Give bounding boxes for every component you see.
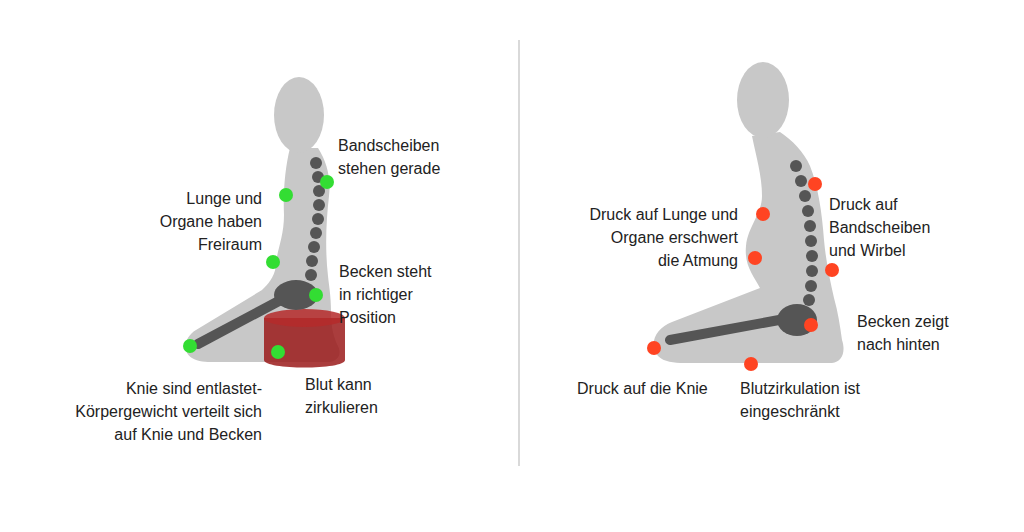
red-dot — [744, 357, 758, 371]
head — [274, 77, 324, 153]
vertebra — [803, 294, 815, 306]
vertebra — [805, 235, 817, 247]
callout-label: Becken zeigt nach hinten — [857, 310, 962, 356]
vertebra — [806, 250, 818, 262]
red-dot — [647, 341, 661, 355]
vertebra — [312, 213, 324, 225]
red-dot — [804, 318, 818, 332]
callout-label: Blut kann zirkulieren — [305, 373, 395, 419]
vertebra — [806, 265, 818, 277]
vertebra — [805, 280, 817, 292]
green-dot — [266, 255, 280, 269]
green-dot — [279, 188, 293, 202]
pelvis — [777, 304, 817, 336]
vertebra — [305, 269, 317, 281]
green-dot — [309, 288, 323, 302]
red-dot — [756, 207, 770, 221]
green-dot — [271, 345, 285, 359]
seat-cushion — [264, 309, 345, 368]
red-dot — [748, 251, 762, 265]
vertebra — [804, 220, 816, 232]
callout-label: Blutzirkulation ist eingeschränkt — [740, 377, 885, 423]
vertebra — [310, 227, 322, 239]
green-dot — [320, 175, 334, 189]
vertebra — [310, 157, 322, 169]
vertebra — [799, 190, 811, 202]
red-dot — [825, 263, 839, 277]
head — [737, 62, 789, 138]
callout-label: Knie sind entlastet- Körpergewicht verte… — [57, 377, 262, 446]
vertebra — [313, 199, 325, 211]
cushion-top — [264, 309, 345, 327]
callout-label: Becken steht in richtiger Position — [339, 260, 444, 329]
vertebra — [795, 175, 807, 187]
vertebra — [790, 160, 802, 172]
green-dot — [183, 339, 197, 353]
vertebra — [802, 205, 814, 217]
callout-label: Druck auf Lunge und Organe erschwert die… — [587, 203, 738, 272]
thigh-bone — [670, 318, 790, 340]
spine — [305, 157, 325, 281]
callout-label: Lunge und Organe haben Freiraum — [152, 187, 262, 256]
red-dot — [808, 177, 822, 191]
divider-line — [518, 40, 520, 466]
callout-label: Druck auf die Knie — [577, 377, 708, 400]
callout-label: Bandscheiben stehen gerade — [338, 134, 453, 180]
vertebra — [306, 255, 318, 267]
callout-label: Druck auf Bandscheiben und Wirbel — [829, 193, 939, 262]
body-silhouette — [654, 132, 844, 363]
vertebra — [308, 241, 320, 253]
